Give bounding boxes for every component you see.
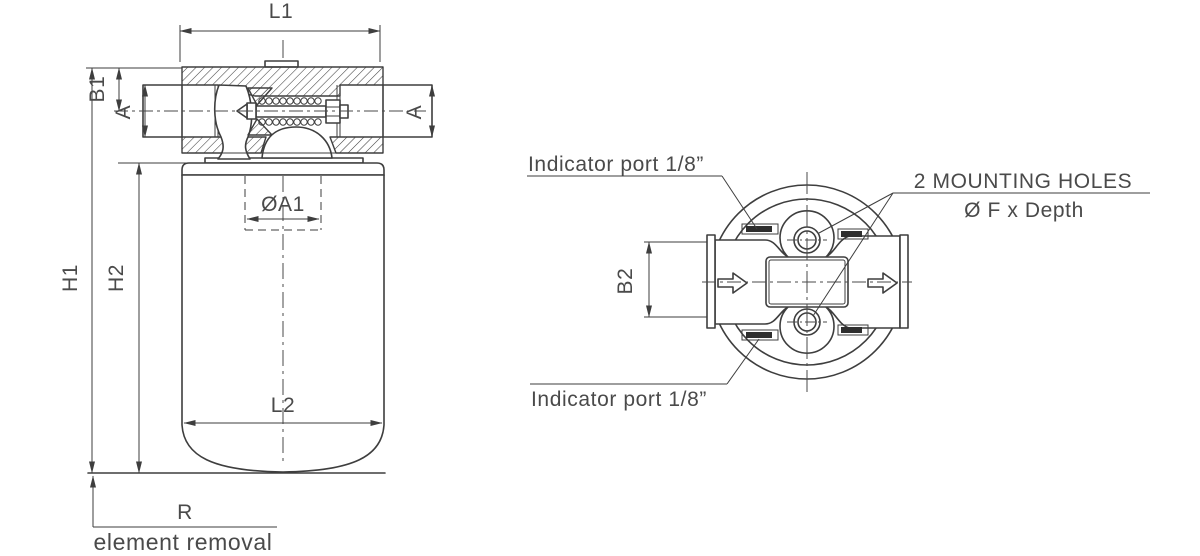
label-b2: B2	[614, 268, 637, 295]
label-h2: H2	[105, 264, 128, 292]
top-centerlines	[702, 172, 912, 392]
side-dimensions: L1 H1 H2 B1 A A L2 R	[59, 0, 435, 555]
side-centerlines	[114, 40, 426, 462]
label-a-right: A	[403, 105, 426, 120]
label-r: R	[177, 501, 193, 524]
callout-mounting-holes: 2 MOUNTING HOLES Ø F x Depth	[812, 170, 1150, 317]
label-l1: L1	[269, 0, 294, 23]
label-oa1: ØA1	[261, 193, 305, 216]
callout-indicator-bottom: Indicator port 1/8”	[530, 338, 760, 411]
callout-indicator-top: Indicator port 1/8”	[527, 153, 758, 230]
side-view: ØA1 L1 H1 H2 B1 A A	[59, 0, 435, 555]
indicator-port-top-left	[746, 226, 772, 232]
label-indicator-bottom: Indicator port 1/8”	[531, 388, 707, 411]
flow-arrow-right	[867, 272, 898, 294]
filter-head-section	[142, 60, 433, 160]
label-indicator-top: Indicator port 1/8”	[528, 153, 704, 176]
indicator-port-bottom-left	[746, 332, 772, 338]
label-l2: L2	[271, 394, 296, 417]
label-element-removal: element removal	[93, 529, 272, 555]
thread-spigot-hidden: ØA1	[244, 176, 322, 231]
indicator-port-top-right	[841, 231, 862, 237]
label-b1: B1	[86, 76, 109, 103]
label-a-left: A	[112, 105, 135, 120]
dimension-b2: B2	[614, 241, 707, 318]
top-view: B2 Indicator port 1/8” Indicator port 1/…	[527, 153, 1150, 411]
label-mounting-holes: 2 MOUNTING HOLES	[914, 170, 1132, 193]
indicator-ports	[741, 223, 869, 341]
label-h1: H1	[59, 264, 82, 292]
indicator-port-bottom-right	[841, 327, 862, 333]
flow-arrow-left	[717, 272, 748, 294]
bypass-dome	[261, 126, 333, 159]
label-mounting-holes-spec: Ø F x Depth	[964, 199, 1084, 222]
head-top-plug	[264, 60, 299, 68]
